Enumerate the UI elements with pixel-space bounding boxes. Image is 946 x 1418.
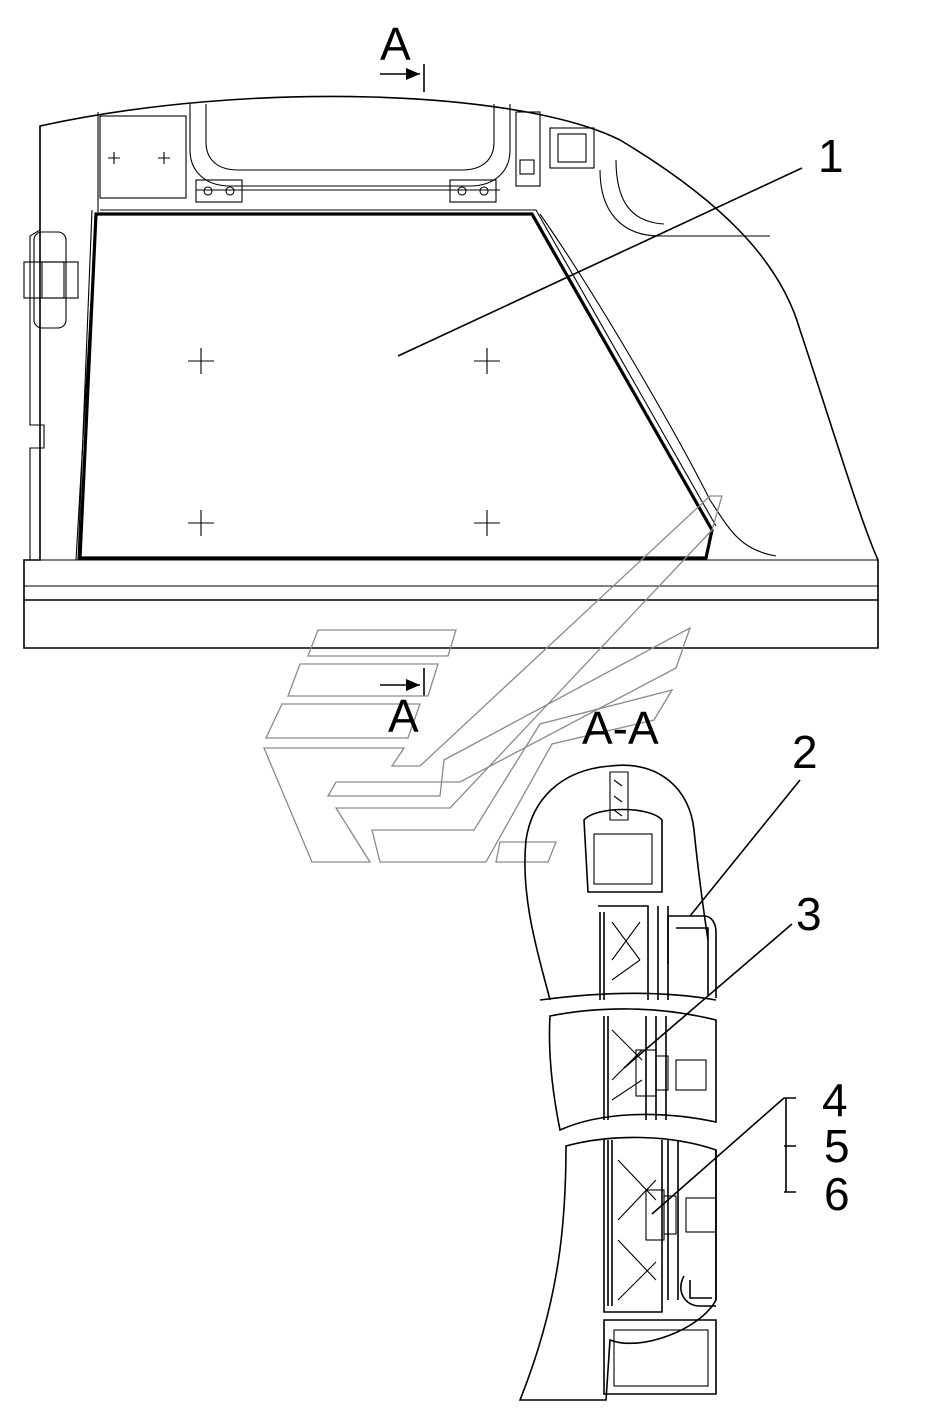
fastener-assembly (645, 1189, 717, 1241)
roof-hatch (189, 104, 511, 187)
lower-frame-profile (603, 1319, 717, 1395)
upper-left-panel (99, 115, 187, 199)
door-handle (33, 231, 67, 329)
left-pillar (29, 126, 45, 560)
body-skin-upper (524, 764, 709, 1001)
hinge-left (195, 179, 243, 203)
callout-1: 1 (818, 130, 844, 182)
section-mark-top: A (380, 18, 411, 70)
hatch-latch (515, 111, 595, 187)
hinge-right (449, 179, 497, 203)
retaining-clip (667, 915, 717, 998)
callout-5: 5 (824, 1120, 850, 1172)
body-skin-lower (518, 1136, 717, 1401)
section-cut-marker-bottom (380, 668, 425, 696)
callout-2: 2 (792, 726, 818, 778)
side-view (23, 64, 879, 696)
mount-marks (188, 348, 500, 536)
callout-4: 4 (822, 1074, 848, 1126)
side-window-glass (78, 212, 714, 560)
fastener-bolt (635, 1049, 707, 1097)
upper-frame-profile (583, 808, 663, 893)
callout-6: 6 (824, 1168, 850, 1220)
leader-line-3 (623, 923, 793, 1069)
leader-line-456 (651, 1097, 785, 1215)
company-logo-watermark-icon (263, 495, 723, 863)
callout-bracket (784, 1097, 796, 1193)
section-title: A-A (582, 702, 659, 754)
body-skin-middle (548, 1008, 717, 1132)
cab-outline (23, 95, 879, 601)
leader-line-1 (397, 167, 803, 357)
section-mark-bottom: A (388, 690, 419, 742)
callout-3: 3 (796, 888, 822, 940)
leader-line-2 (689, 779, 801, 917)
section-cut-marker-top (380, 64, 425, 92)
section-view-a-a (518, 764, 801, 1401)
